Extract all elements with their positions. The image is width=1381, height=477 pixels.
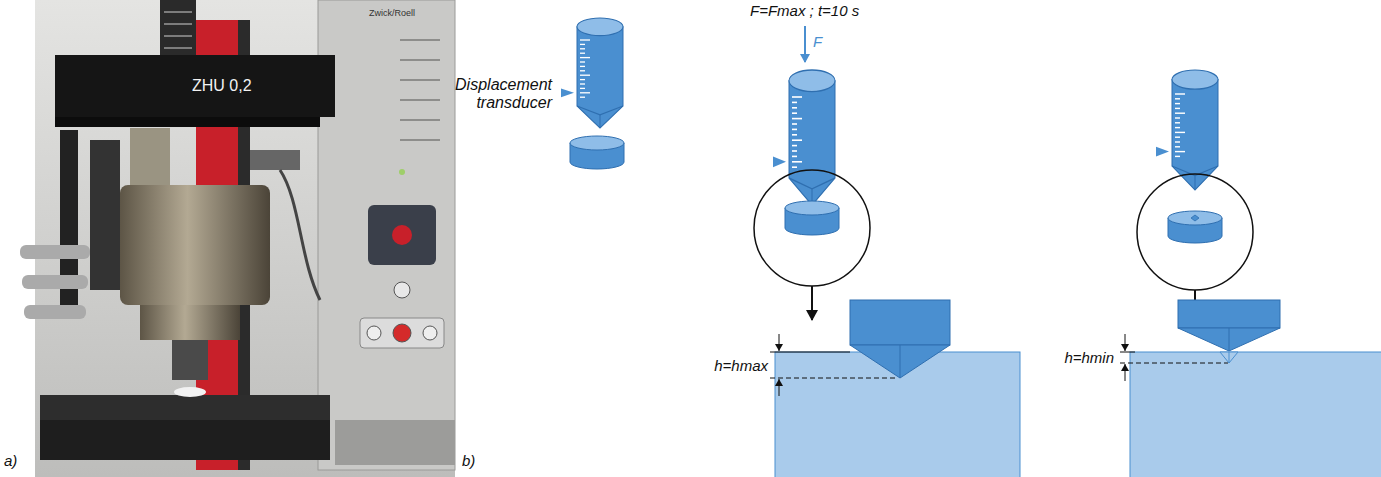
panel-letter: b) — [462, 452, 475, 469]
part-label: Displacement transducer — [432, 76, 552, 113]
force-label: F — [813, 33, 822, 50]
dimension-label: h=hmax — [714, 357, 768, 374]
load-label: F=Fmax ; t=10 s — [750, 2, 859, 19]
panel-letter: a) — [4, 452, 17, 469]
model-plate: ZHU 0,2 — [192, 77, 252, 95]
dimension-label: h=hmin — [1064, 349, 1114, 366]
brand-text: Zwick/Roell — [369, 8, 415, 18]
